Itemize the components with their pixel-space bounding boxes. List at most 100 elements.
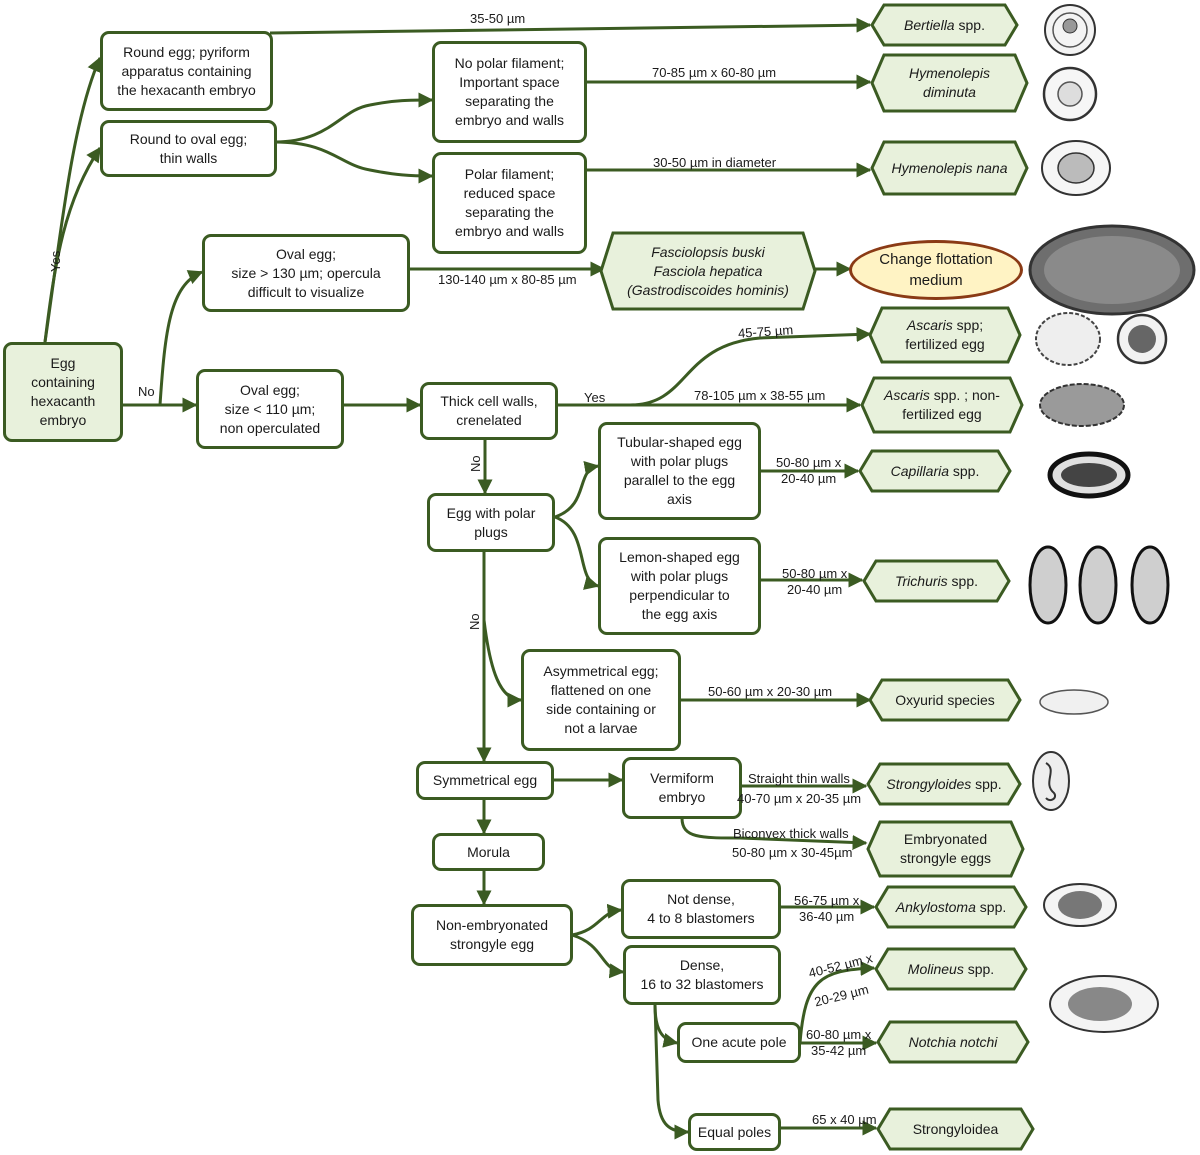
result-ascaris-nonfert-genus: Ascaris: [884, 387, 930, 403]
node-round-oval-thin: Round to oval egg; thin walls: [100, 120, 277, 177]
result-notchia-notchi: Notchia notchi: [878, 1022, 1028, 1062]
node-equal-poles: Equal poles: [688, 1113, 781, 1151]
change-flotation-medium: Change flottation medium: [849, 240, 1023, 300]
result-bertiella: Bertiella spp.: [872, 5, 1017, 45]
edge-plugs-asymmetrical: [482, 619, 523, 708]
label-ankylostoma-size: 56-75 µm x 36-40 µm: [794, 893, 860, 924]
result-trichuris-suffix: spp.: [947, 572, 978, 589]
result-hymenolepis-nana: Hymenolepis nana: [872, 142, 1027, 194]
strongyloides-egg-illustration: [1032, 751, 1070, 811]
label-oxyurid-size: 50-60 µm x 20-30 µm: [708, 684, 833, 699]
node-morula: Morula: [432, 833, 545, 871]
bertiella-egg-illustration: [1044, 4, 1096, 56]
label-strongyloidea-size: 65 x 40 µm: [812, 1112, 877, 1127]
result-trichuris: Trichuris spp.: [864, 561, 1009, 601]
label-ascaris-nonfert-size: 78-105 µm x 38-55 µm: [694, 388, 826, 403]
result-ankylostoma: Ankylostoma spp.: [876, 887, 1026, 927]
trichuris-egg-illustration: [1028, 545, 1170, 625]
edge-thin-polar: [274, 140, 434, 184]
label-yes-top: Yes: [48, 250, 63, 272]
result-ankylostoma-suffix: spp.: [975, 898, 1007, 915]
node-polar-filament: Polar filament; reduced space separating…: [432, 152, 587, 254]
result-molineus-genus: Molineus: [907, 960, 964, 977]
result-embryonated-strongyle: Embryonated strongyle eggs: [868, 822, 1023, 876]
result-strongyloidea-hexagon: [876, 1107, 1035, 1151]
edge-pyriform-bertiella: [269, 17, 872, 35]
result-ascaris-fertilized-hexagon: [868, 306, 1022, 364]
ascaris-nonfertilized-egg-illustration: [1039, 383, 1125, 427]
node-not-dense: Not dense, 4 to 8 blastomers: [621, 879, 781, 939]
result-capillaria-hexagon: [858, 449, 1012, 493]
node-round-pyriform: Round egg; pyriform apparatus containing…: [100, 31, 273, 111]
result-capillaria: Capillaria spp.: [860, 451, 1010, 491]
diminuta-egg-illustration: [1042, 66, 1098, 122]
label-bertiella-size: 35-50 µm: [470, 11, 526, 26]
result-capillaria-suffix: spp.: [949, 462, 980, 479]
ankylostoma-egg-illustration: [1043, 883, 1117, 927]
result-ankylostoma-genus: Ankylostoma: [895, 898, 976, 915]
label-trichuris-size: 50-80 µm x 20-40 µm: [782, 566, 848, 597]
result-strongyloides-hexagon: [866, 762, 1022, 806]
result-oxyurid-name: Oxyurid species: [895, 691, 995, 708]
edge-split-oval-large: [158, 270, 204, 406]
result-fasciola-names: Fasciolopsis buski Fasciola hepatica (Ga…: [627, 243, 789, 298]
ascaris-fertilized-egg-illustration: [1035, 312, 1168, 366]
edge-dense-equal: [653, 1004, 690, 1140]
result-notchia-notchi-hexagon: [876, 1020, 1030, 1064]
label-notchia-size: 60-80 µm x 35-42 µm: [806, 1027, 872, 1058]
result-ascaris-nonfertilized-hexagon: [860, 376, 1024, 434]
result-hymenolepis-diminuta-hexagon: [870, 53, 1029, 113]
result-bertiella-suffix: spp.: [954, 16, 985, 33]
node-one-acute-pole: One acute pole: [677, 1022, 801, 1063]
node-tubular-egg: Tubular-shaped egg with polar plugs para…: [598, 422, 761, 520]
label-straight-thin-walls: Straight thin walls: [748, 771, 850, 786]
node-oval-egg-large: Oval egg; size > 130 µm; opercula diffic…: [202, 234, 410, 312]
node-egg-hexacanth: Egg containing hexacanth embryo: [3, 342, 123, 442]
edge-plugs-lemon: [554, 515, 600, 590]
result-molineus-suffix: spp.: [963, 960, 995, 977]
result-fasciola-hexagon: [599, 231, 817, 311]
result-trichuris-genus: Trichuris: [895, 572, 948, 589]
result-hymenolepis-nana-name: Hymenolepis nana: [891, 159, 1008, 176]
result-hymenolepis-diminuta-name: Hymenolepis diminuta: [909, 65, 990, 100]
label-fasciola-size: 130-140 µm x 80-85 µm: [438, 272, 577, 287]
molineus-egg-illustration: [1049, 975, 1159, 1033]
result-ascaris-fertilized: Ascaris spp; fertilized egg: [870, 308, 1020, 362]
node-lemon-egg: Lemon-shaped egg with polar plugs perpen…: [598, 537, 761, 635]
edge-plugs-tubular: [554, 460, 600, 519]
edge-acute-molineus: [798, 961, 876, 1044]
node-dense: Dense, 16 to 32 blastomers: [623, 945, 781, 1005]
label-strongyloides-size: 40-70 µm x 20-35 µm: [737, 791, 862, 806]
result-embryonated-strongyle-hexagon: [866, 820, 1025, 878]
label-embryonated-size: 50-80 µm x 30-45µm: [732, 845, 853, 860]
result-bertiella-hexagon: [870, 3, 1019, 47]
result-ankylostoma-hexagon: [874, 885, 1028, 929]
label-nana-size: 30-50 µm in diameter: [653, 155, 777, 170]
edge-nonemb-notdense: [571, 903, 623, 937]
label-biconvex-walls: Biconvex thick walls: [733, 826, 849, 841]
fasciola-egg-illustration: [1028, 224, 1196, 316]
result-fasciola: Fasciolopsis buski Fasciola hepatica (Ga…: [601, 233, 815, 309]
result-ascaris-nonfert-suffix: spp. ; non- fertilized egg: [902, 387, 1000, 422]
result-notchia-name: Notchia notchi: [908, 1033, 998, 1050]
edge-vermiform-embryonated: [680, 817, 868, 850]
result-molineus: Molineus spp.: [876, 949, 1026, 989]
node-vermiform-embryo: Vermiform embryo: [622, 757, 742, 819]
node-thick-cell-walls: Thick cell walls, crenelated: [420, 382, 558, 440]
label-no-root: No: [138, 384, 155, 399]
edge-root-round-oval: [43, 146, 102, 343]
result-ascaris-fert-genus: Ascaris: [906, 317, 953, 333]
oxyurid-egg-illustration: [1039, 689, 1109, 715]
result-bertiella-genus: Bertiella: [904, 16, 955, 33]
node-oval-egg-small: Oval egg; size < 110 µm; non operculated: [196, 369, 344, 449]
result-hymenolepis-nana-hexagon: [870, 140, 1029, 196]
result-strongyloides-genus: Strongyloides: [886, 775, 972, 792]
node-asymmetrical-egg: Asymmetrical egg; flattened on one side …: [521, 649, 681, 751]
result-strongyloidea: Strongyloidea: [878, 1109, 1033, 1149]
result-strongyloides-suffix: spp.: [971, 775, 1002, 792]
result-molineus-hexagon: [874, 947, 1028, 991]
edge-nonemb-dense: [571, 933, 625, 979]
node-no-polar-filament: No polar filament; Important space separ…: [432, 41, 587, 143]
